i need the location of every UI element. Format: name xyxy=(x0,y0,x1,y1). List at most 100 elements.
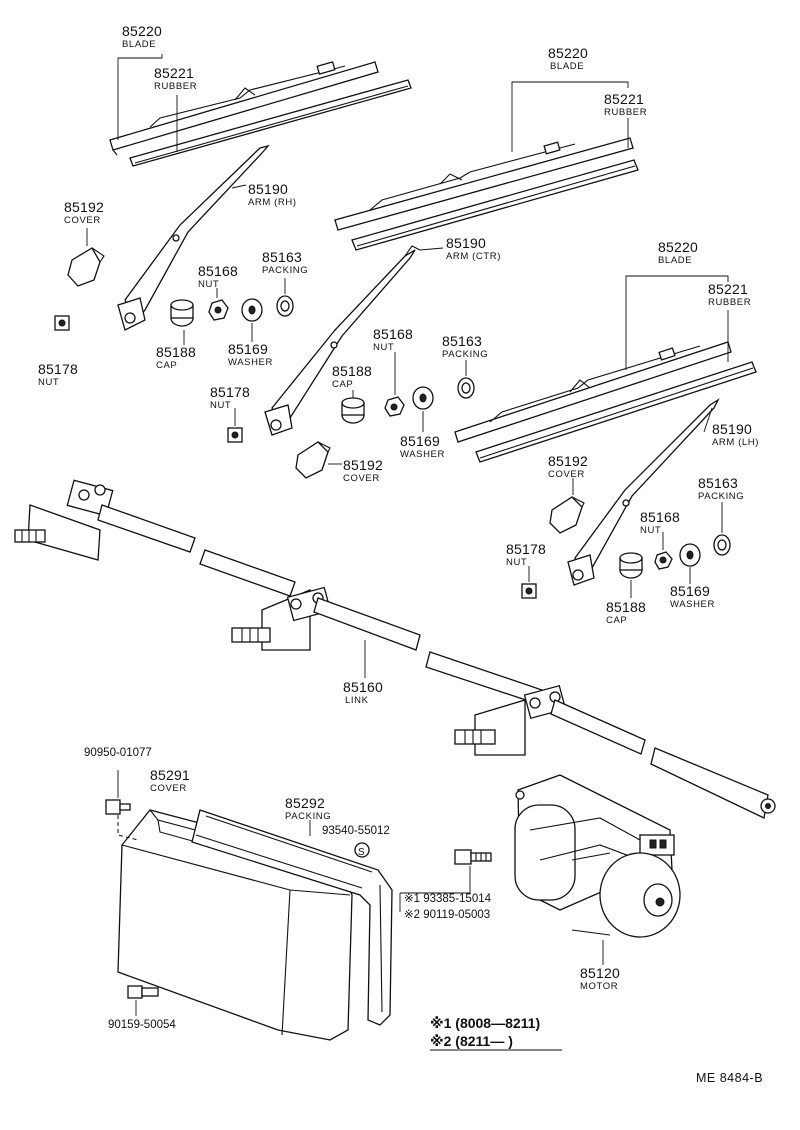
arm-ctr-number: 85190 xyxy=(446,235,486,251)
washer-2 xyxy=(412,386,434,410)
nut-4-number: 85178 xyxy=(210,384,250,400)
nut-5-number: 85168 xyxy=(640,509,680,525)
legend-row-2: ※2 (8211— ) xyxy=(430,1033,513,1049)
screw-top-number: 90950-01077 xyxy=(84,747,152,759)
cover-1-number: 85192 xyxy=(64,199,104,215)
cover-1 xyxy=(67,247,105,287)
washer-2-number: 85169 xyxy=(400,433,440,449)
blade-1-number: 85220 xyxy=(122,23,162,39)
bolt-1-number: ※1 93385-15014 xyxy=(404,893,492,905)
nut-1-name: NUT xyxy=(38,377,60,388)
cap-1-number: 85188 xyxy=(156,344,196,360)
packing-2 xyxy=(457,377,475,399)
rubber-3-name: RUBBER xyxy=(708,297,752,308)
arm-lh-name: ARM (LH) xyxy=(712,437,760,448)
cover-2 xyxy=(295,441,331,479)
nut-6-number: 85178 xyxy=(506,541,546,557)
nut-5 xyxy=(654,551,673,570)
nut-3 xyxy=(384,396,405,417)
cover-3-number: 85192 xyxy=(548,453,588,469)
bolt-2-number: ※2 90119-05003 xyxy=(404,909,491,921)
rubber-rh xyxy=(129,79,412,167)
blade-1-name: BLADE xyxy=(122,39,157,50)
bolt xyxy=(454,849,492,865)
nut-1 xyxy=(54,315,70,331)
legend-row-1: ※1 (8008—8211) xyxy=(430,1015,541,1031)
nut-4 xyxy=(227,427,243,443)
cover-3 xyxy=(549,496,585,534)
nut-2 xyxy=(208,299,229,321)
svg-text:S: S xyxy=(358,847,365,858)
nut-1-number: 85178 xyxy=(38,361,78,377)
screw-top xyxy=(105,799,131,815)
cover-2-name: COVER xyxy=(343,473,380,484)
screw-bottom-number: 90159-50054 xyxy=(108,1019,176,1031)
blade-2-number: 85220 xyxy=(548,45,588,61)
cover-3-name: COVER xyxy=(548,469,585,480)
cap-1 xyxy=(170,299,194,327)
nut-6 xyxy=(521,583,537,599)
packing-2-number: 85163 xyxy=(442,333,482,349)
arm-ctr-name: ARM (CTR) xyxy=(446,251,502,262)
motor-name: MOTOR xyxy=(580,981,619,992)
arm-rh xyxy=(117,144,270,331)
motor-number: 85120 xyxy=(580,965,620,981)
rubber-1-number: 85221 xyxy=(154,65,194,81)
arm-lh xyxy=(567,398,720,586)
reference-code: ME 8484-B xyxy=(696,1071,764,1085)
cap-3 xyxy=(619,552,643,579)
cap-3-name: CAP xyxy=(606,615,628,626)
packing-box-name: PACKING xyxy=(285,811,332,822)
nut-5-name: NUT xyxy=(640,525,662,536)
cover-box-number: 85291 xyxy=(150,767,190,783)
arm-rh-name: ARM (RH) xyxy=(248,197,297,208)
packing-1 xyxy=(276,295,294,317)
washer-s: S xyxy=(354,842,370,858)
cap-2-name: CAP xyxy=(332,379,354,390)
motor xyxy=(514,774,681,938)
rubber-1-name: RUBBER xyxy=(154,81,198,92)
packing-3-name: PACKING xyxy=(698,491,745,502)
nut-6-name: NUT xyxy=(506,557,528,568)
screw-bottom xyxy=(127,985,159,999)
washer-2-name: WASHER xyxy=(400,449,445,460)
link-name: LINK xyxy=(345,695,369,706)
packing-3-number: 85163 xyxy=(698,475,738,491)
packing-3 xyxy=(713,534,731,556)
nut-2-number: 85168 xyxy=(198,263,238,279)
cap-3-number: 85188 xyxy=(606,599,646,615)
blade-2-name: BLADE xyxy=(550,61,585,72)
packing-2-name: PACKING xyxy=(442,349,489,360)
blade-3-number: 85220 xyxy=(658,239,698,255)
blade-3-name: BLADE xyxy=(658,255,693,266)
washer-3-number: 85169 xyxy=(670,583,710,599)
blade-ctr xyxy=(334,137,634,231)
arm-lh-number: 85190 xyxy=(712,421,752,437)
washer-3-name: WASHER xyxy=(670,599,715,610)
rubber-lh xyxy=(475,361,757,463)
cap-2 xyxy=(341,397,365,424)
packing-1-name: PACKING xyxy=(262,265,309,276)
washer-3 xyxy=(679,543,701,567)
washer-1-number: 85169 xyxy=(228,341,268,357)
cover-2-number: 85192 xyxy=(343,457,383,473)
blade-lh xyxy=(454,341,732,443)
arm-ctr xyxy=(264,245,421,436)
cap-1-name: CAP xyxy=(156,360,178,371)
arm-rh-number: 85190 xyxy=(248,181,288,197)
packing-box xyxy=(191,809,393,1026)
nut-4-name: NUT xyxy=(210,400,232,411)
nut-3-name: NUT xyxy=(373,342,395,353)
washer-s-number: 93540-55012 xyxy=(322,825,390,837)
rubber-3-number: 85221 xyxy=(708,281,748,297)
nut-3-number: 85168 xyxy=(373,326,413,342)
packing-1-number: 85163 xyxy=(262,249,302,265)
cover-1-name: COVER xyxy=(64,215,101,226)
cover-box-name: COVER xyxy=(150,783,187,794)
link-number: 85160 xyxy=(343,679,383,695)
rubber-ctr xyxy=(351,159,639,251)
washer-1 xyxy=(241,298,263,322)
nut-2-name: NUT xyxy=(198,279,220,290)
rubber-2-number: 85221 xyxy=(604,91,644,107)
